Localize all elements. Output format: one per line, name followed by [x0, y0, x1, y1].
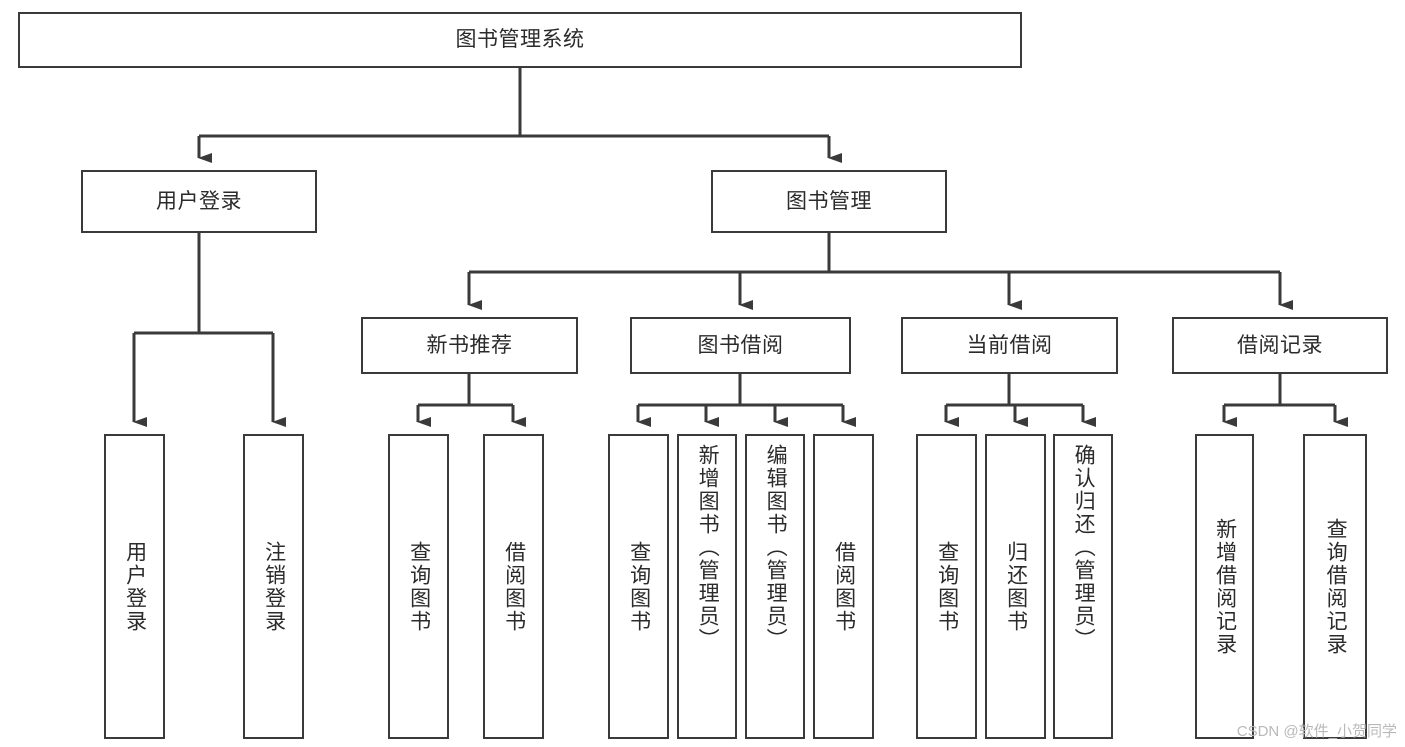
- node-leaf-add-book-label: 新增图书（管理员）: [696, 444, 720, 651]
- node-leaf-return-book-label: 归还图书: [1004, 540, 1028, 633]
- node-leaf-borrow-book-1[interactable]: 借阅图书: [483, 434, 544, 739]
- node-leaf-add-record[interactable]: 新增借阅记录: [1195, 434, 1254, 739]
- node-leaf-query-record-label: 查询借阅记录: [1324, 517, 1348, 656]
- node-root[interactable]: 图书管理系统: [18, 12, 1022, 68]
- node-leaf-confirm-return[interactable]: 确认归还（管理员）: [1053, 434, 1113, 739]
- node-leaf-borrow-book-2[interactable]: 借阅图书: [813, 434, 874, 739]
- node-current-borrow[interactable]: 当前借阅: [901, 317, 1118, 374]
- node-leaf-edit-book[interactable]: 编辑图书（管理员）: [745, 434, 805, 739]
- node-leaf-add-book[interactable]: 新增图书（管理员）: [677, 434, 737, 739]
- node-leaf-query-book-2[interactable]: 查询图书: [608, 434, 669, 739]
- node-book-borrow-label: 图书借阅: [697, 333, 784, 357]
- node-book-admin[interactable]: 图书管理: [711, 170, 947, 233]
- node-user-login[interactable]: 用户登录: [81, 170, 317, 233]
- node-user-login-label: 用户登录: [156, 189, 242, 213]
- node-leaf-query-book-3-label: 查询图书: [935, 540, 959, 633]
- node-leaf-user-login-label: 用户登录: [123, 540, 147, 633]
- node-leaf-add-record-label: 新增借阅记录: [1213, 517, 1237, 656]
- node-leaf-query-book-1[interactable]: 查询图书: [388, 434, 449, 739]
- node-leaf-query-book-1-label: 查询图书: [407, 540, 431, 633]
- node-new-book-rec[interactable]: 新书推荐: [361, 317, 578, 374]
- node-leaf-borrow-book-2-label: 借阅图书: [832, 540, 856, 633]
- node-borrow-record-label: 借阅记录: [1237, 333, 1323, 357]
- node-leaf-user-login[interactable]: 用户登录: [104, 434, 165, 739]
- node-borrow-record[interactable]: 借阅记录: [1172, 317, 1388, 374]
- node-leaf-query-book-3[interactable]: 查询图书: [916, 434, 977, 739]
- node-leaf-query-record[interactable]: 查询借阅记录: [1303, 434, 1367, 739]
- node-current-borrow-label: 当前借阅: [966, 333, 1053, 357]
- node-book-borrow[interactable]: 图书借阅: [630, 317, 851, 374]
- node-leaf-edit-book-label: 编辑图书（管理员）: [764, 444, 788, 651]
- csdn-watermark: CSDN @软件_小贺同学: [1236, 723, 1397, 740]
- node-book-admin-label: 图书管理: [786, 189, 872, 213]
- node-leaf-query-book-2-label: 查询图书: [627, 540, 651, 633]
- node-root-label: 图书管理系统: [455, 28, 585, 52]
- node-leaf-borrow-book-1-label: 借阅图书: [502, 540, 526, 633]
- node-leaf-logout[interactable]: 注销登录: [243, 434, 304, 739]
- node-leaf-logout-label: 注销登录: [262, 540, 286, 633]
- node-leaf-return-book[interactable]: 归还图书: [985, 434, 1046, 739]
- node-leaf-confirm-return-label: 确认归还（管理员）: [1072, 444, 1096, 651]
- node-new-book-rec-label: 新书推荐: [426, 333, 513, 357]
